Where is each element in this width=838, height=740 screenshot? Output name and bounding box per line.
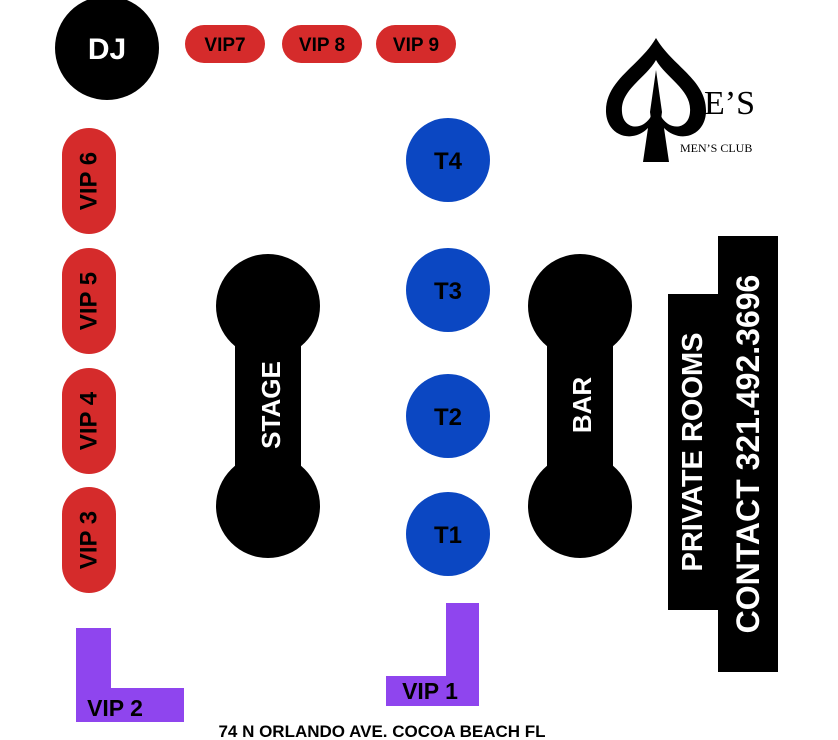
table-t3-label: T3 bbox=[434, 278, 462, 305]
vip-2[interactable]: VIP 2 bbox=[76, 628, 184, 722]
table-t4-label: T4 bbox=[434, 148, 463, 175]
vip-9-label: VIP 9 bbox=[393, 35, 439, 56]
vip-8-label: VIP 8 bbox=[299, 35, 345, 56]
vip-1-shape[interactable] bbox=[386, 603, 479, 706]
vip-3-label: VIP 3 bbox=[76, 511, 103, 569]
dj-label: DJ bbox=[88, 33, 126, 66]
contact-box bbox=[718, 236, 778, 672]
vip-5[interactable]: VIP 5 bbox=[62, 248, 116, 354]
table-t4[interactable]: T4 bbox=[406, 118, 490, 202]
vip-5-pill[interactable] bbox=[62, 248, 116, 354]
bar-rect bbox=[547, 306, 613, 506]
dj-booth: DJ bbox=[55, 0, 159, 100]
vip-7[interactable]: VIP7 bbox=[185, 25, 265, 63]
contact-phone[interactable]: CONTACT 321.492.3696 bbox=[730, 275, 766, 634]
vip-6-label: VIP 6 bbox=[76, 152, 103, 210]
private-rooms-box bbox=[668, 294, 718, 610]
table-t3[interactable]: T3 bbox=[406, 248, 490, 332]
table-t2-circle[interactable] bbox=[406, 374, 490, 458]
table-t3-circle[interactable] bbox=[406, 248, 490, 332]
table-t1-circle[interactable] bbox=[406, 492, 490, 576]
vip-4[interactable]: VIP 4 bbox=[62, 368, 116, 474]
vip-1[interactable]: VIP 1 bbox=[386, 603, 479, 706]
logo-tagline: MEN’S CLUB bbox=[680, 141, 752, 155]
spade-icon bbox=[605, 38, 707, 162]
contact-banner: CONTACT 321.492.3696 bbox=[718, 236, 778, 672]
vip-6[interactable]: VIP 6 bbox=[62, 128, 116, 234]
table-t2[interactable]: T2 bbox=[406, 374, 490, 458]
vip-2-shape[interactable] bbox=[76, 628, 184, 722]
stage-bar bbox=[235, 306, 301, 506]
vip-4-label: VIP 4 bbox=[76, 391, 103, 450]
bar[interactable]: BAR bbox=[528, 254, 632, 558]
table-t2-label: T2 bbox=[434, 404, 462, 431]
vip-4-pill[interactable] bbox=[62, 368, 116, 474]
table-t1-label: T1 bbox=[434, 522, 462, 549]
vip-3[interactable]: VIP 3 bbox=[62, 487, 116, 593]
private-rooms-banner: PRIVATE ROOMS bbox=[668, 294, 718, 610]
vip-1-label: VIP 1 bbox=[402, 678, 458, 704]
table-t4-circle[interactable] bbox=[406, 118, 490, 202]
vip-3-pill[interactable] bbox=[62, 487, 116, 593]
bar-label: BAR bbox=[567, 377, 597, 434]
vip-9[interactable]: VIP 9 bbox=[376, 25, 456, 63]
address-text: 74 N ORLANDO AVE. COCOA BEACH FL bbox=[218, 722, 545, 740]
vip-8[interactable]: VIP 8 bbox=[282, 25, 362, 63]
vip-9-pill[interactable] bbox=[376, 25, 456, 63]
spade-inner-blade bbox=[650, 70, 662, 156]
vip-5-label: VIP 5 bbox=[76, 272, 103, 330]
stage-label: STAGE bbox=[256, 361, 286, 449]
private-rooms-title: PRIVATE ROOMS bbox=[677, 333, 709, 572]
vip-7-label: VIP7 bbox=[204, 35, 245, 56]
vip-2-label: VIP 2 bbox=[87, 695, 143, 721]
stage[interactable]: STAGE bbox=[216, 254, 320, 558]
vip-8-pill[interactable] bbox=[282, 25, 362, 63]
vip-7-pill[interactable] bbox=[185, 25, 265, 63]
logo-brand: E’S bbox=[704, 85, 755, 122]
dj-circle bbox=[55, 0, 159, 100]
vip-6-pill[interactable] bbox=[62, 128, 116, 234]
club-logo: E’S MEN’S CLUB bbox=[605, 38, 755, 162]
table-t1[interactable]: T1 bbox=[406, 492, 490, 576]
